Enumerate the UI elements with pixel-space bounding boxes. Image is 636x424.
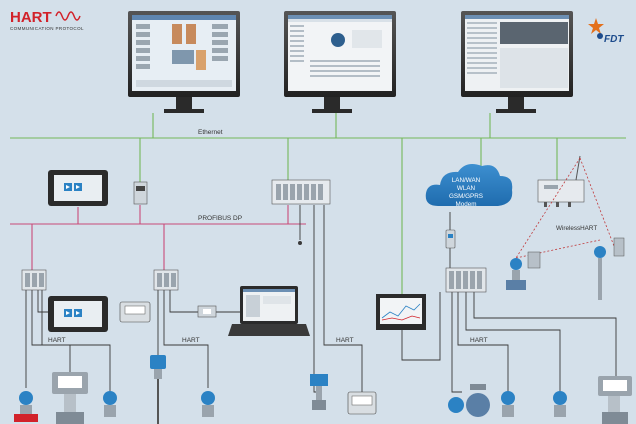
- transmitter-4: [501, 391, 515, 417]
- valve-positioner: [310, 374, 328, 410]
- remote-io-left: [21, 269, 47, 291]
- hart-converter: [197, 305, 217, 318]
- cloud-line-4: Modem: [456, 201, 477, 208]
- profibus-gateway: [133, 181, 148, 205]
- cloud-line-1: LAN/WAN: [452, 177, 481, 184]
- monitor-2: [284, 11, 396, 113]
- transmitter-3: [201, 391, 215, 417]
- level-probe: [150, 355, 166, 424]
- monitor-1: [128, 11, 240, 113]
- star-icon: [588, 18, 604, 34]
- remote-io-right: [445, 267, 487, 293]
- plc-rack: [271, 179, 331, 245]
- field-indicator: [119, 301, 151, 323]
- ethernet-lines: [10, 113, 626, 294]
- transmitter-2: [103, 391, 117, 417]
- monitor-3: [461, 11, 573, 113]
- display-unit: [347, 391, 377, 415]
- wireless-flowmeter: [506, 251, 541, 290]
- fdt-logo-text: FDT: [604, 34, 624, 45]
- pressure-transmitter-1: [14, 391, 38, 422]
- transmitter-5: [553, 391, 567, 417]
- hart-label-3: HART: [336, 337, 354, 344]
- wireless-links: [515, 157, 615, 259]
- ethernet-label: Ethernet: [198, 129, 223, 136]
- laptop: [228, 286, 310, 336]
- flowmeter-1: [52, 372, 88, 424]
- network-cloud: LAN/WAN WLAN GSM/GPRS Modem: [425, 164, 513, 208]
- panel-recorder: [376, 294, 426, 330]
- cloud-line-2: WLAN: [457, 185, 476, 192]
- hart-logo-subtitle: COMMUNICATION PROTOCOL: [10, 26, 84, 31]
- wireless-gateway: [537, 155, 585, 207]
- hart-label-4: HART: [470, 337, 488, 344]
- tablet-top: [48, 170, 108, 206]
- wireless-label: WirelessHART: [556, 225, 597, 232]
- profibus-label: PROFIBUS DP: [198, 215, 242, 222]
- pump: [448, 384, 490, 417]
- hart-lines: [25, 205, 617, 393]
- wave-icon: [55, 11, 81, 21]
- tablet-bottom: [48, 296, 108, 332]
- profibus-lines: [10, 205, 306, 270]
- fdt-dot-icon: [597, 33, 603, 39]
- hart-logo: HART COMMUNICATION PROTOCOL: [10, 9, 84, 31]
- wireless-level-sensor: [594, 237, 625, 300]
- remote-io-mid: [153, 269, 179, 291]
- hart-label-2: HART: [182, 337, 200, 344]
- flowmeter-2: [598, 376, 632, 424]
- hart-logo-text: HART: [10, 9, 52, 26]
- cloud-line-3: GSM/GPRS: [449, 193, 483, 200]
- fdt-logo: FDT: [588, 18, 624, 45]
- modem: [445, 229, 456, 249]
- hart-label-1: HART: [48, 337, 66, 344]
